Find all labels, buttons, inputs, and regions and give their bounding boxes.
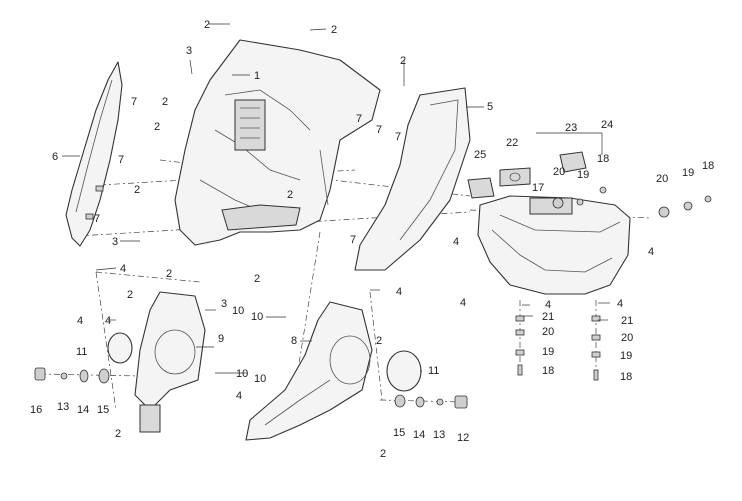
- leader-lines: [62, 23, 610, 374]
- callout-13: 13: [57, 401, 69, 413]
- callout-4: 4: [77, 315, 83, 327]
- callout-11: 11: [428, 365, 439, 377]
- right-panel-part-5: [354, 87, 471, 271]
- callout-20: 20: [656, 173, 668, 185]
- callout-2: 2: [376, 335, 382, 347]
- callout-15: 15: [97, 404, 109, 416]
- callout-7: 7: [118, 154, 124, 166]
- callout-10: 10: [232, 305, 244, 317]
- callout-2: 2: [127, 289, 133, 301]
- callout-10: 10: [251, 311, 263, 323]
- callout-7: 7: [131, 96, 137, 108]
- callout-2: 2: [287, 189, 293, 201]
- callout-20: 20: [621, 332, 633, 344]
- callout-5: 5: [487, 101, 493, 113]
- callout-4: 4: [617, 298, 623, 310]
- callout-19: 19: [577, 169, 589, 181]
- callout-10: 10: [254, 373, 266, 385]
- callout-15: 15: [393, 427, 405, 439]
- callout-2: 2: [380, 448, 386, 460]
- callout-1: 1: [254, 70, 260, 82]
- callout-20: 20: [553, 166, 565, 178]
- headlight-part-17: [477, 195, 631, 295]
- right-inner-panel-part-8: [245, 301, 373, 441]
- callout-16: 16: [30, 404, 42, 416]
- callout-7: 7: [356, 113, 362, 125]
- callout-7: 7: [94, 213, 100, 225]
- callout-19: 19: [542, 346, 554, 358]
- callout-23: 23: [565, 122, 577, 134]
- callout-19: 19: [620, 350, 632, 362]
- callout-2: 2: [115, 428, 121, 440]
- callout-3: 3: [186, 45, 192, 57]
- callout-4: 4: [396, 286, 402, 298]
- callout-4: 4: [120, 263, 126, 275]
- callout-7: 7: [376, 124, 382, 136]
- callout-19: 19: [682, 167, 694, 179]
- callout-17: 17: [532, 182, 544, 194]
- callout-2: 2: [134, 184, 140, 196]
- callout-2: 2: [400, 55, 406, 67]
- callout-18: 18: [702, 160, 714, 172]
- callout-3: 3: [112, 236, 118, 248]
- callout-13: 13: [433, 429, 445, 441]
- callout-7: 7: [350, 234, 356, 246]
- callout-4: 4: [453, 236, 459, 248]
- callout-4: 4: [236, 390, 242, 402]
- callout-2: 2: [162, 96, 168, 108]
- callout-4: 4: [105, 315, 111, 327]
- callout-7: 7: [395, 131, 401, 143]
- callout-6: 6: [52, 151, 58, 163]
- callout-4: 4: [545, 299, 551, 311]
- callout-2: 2: [254, 273, 260, 285]
- left-inner-panel-part-9: [134, 291, 206, 433]
- callout-labels: 2 2 3 1 2 7 2 6 7 2 7 3 4 2 2 2 3 2 7 7 …: [30, 19, 714, 460]
- callout-2: 2: [331, 24, 337, 36]
- callout-4: 4: [648, 246, 654, 258]
- bulb-socket-parts: [467, 151, 587, 199]
- callout-22: 22: [506, 137, 518, 149]
- callout-10: 10: [236, 368, 248, 380]
- callout-2: 2: [154, 121, 160, 133]
- callout-2: 2: [204, 19, 210, 31]
- callout-21: 21: [542, 311, 554, 323]
- callout-4: 4: [460, 297, 466, 309]
- callout-25: 25: [474, 149, 486, 161]
- front-cowl-part-1: [174, 39, 381, 246]
- callout-18: 18: [542, 365, 554, 377]
- reflector-lenses-part-11: [107, 332, 422, 392]
- callout-18: 18: [620, 371, 632, 383]
- callout-18: 18: [597, 153, 609, 165]
- callout-20: 20: [542, 326, 554, 338]
- callout-14: 14: [77, 404, 89, 416]
- callout-3: 3: [221, 298, 227, 310]
- callout-8: 8: [291, 335, 297, 347]
- callout-11: 11: [76, 346, 87, 358]
- fastener-hardware: [34, 186, 712, 409]
- callout-14: 14: [413, 429, 425, 441]
- callout-9: 9: [218, 333, 224, 345]
- callout-2: 2: [166, 268, 172, 280]
- callout-24: 24: [601, 119, 613, 131]
- callout-21: 21: [621, 315, 633, 327]
- callout-12: 12: [457, 432, 469, 444]
- left-side-panel-part-6: [65, 61, 123, 247]
